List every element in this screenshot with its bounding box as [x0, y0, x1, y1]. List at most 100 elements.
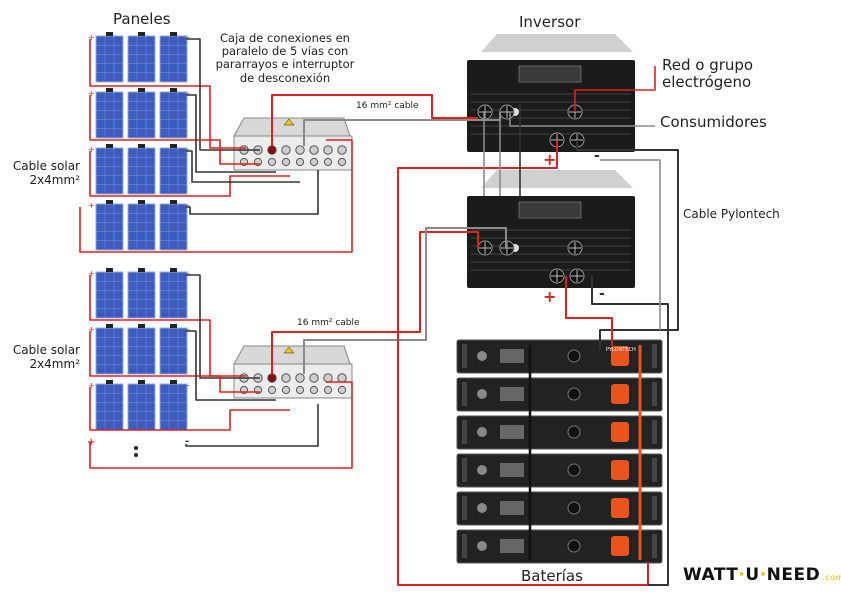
combiner-box-top-gland-bot-6: [323, 157, 333, 167]
cable-16mm-label-bottom: 16 mm² cable: [297, 318, 360, 328]
battery-terminal-neg-5: [567, 539, 581, 553]
solar-panel-a0-0-frame: [95, 35, 124, 83]
battery-case-3: [456, 453, 663, 488]
cable-16mm-label-top: 16 mm² cable: [356, 101, 419, 111]
solar-panel-b2-1-junction: [138, 380, 145, 384]
solar-panel-a3-2-junction: [170, 200, 177, 204]
solar-panel-b0-2-frame: [159, 271, 188, 319]
battery-terminal-pos-4: [611, 498, 629, 518]
pylontech-cable-label: Cable Pylontech: [683, 207, 780, 221]
solar-cable-label-2-line2: 2x4mm²: [29, 356, 80, 371]
combiner-box-top-gland-top-7: [337, 145, 347, 155]
combiner-box-top-gland-bot-3: [281, 157, 291, 167]
solar-panel-a3-0-junction: [106, 200, 113, 204]
wire-16mm-bottom-pos: [271, 231, 479, 374]
battery-switch-5: [477, 541, 487, 551]
combiner-box-bottom-gland-bot-4: [295, 385, 305, 395]
brand-sep-2: ·: [759, 565, 767, 585]
solar-panel-a3-0-frame: [95, 203, 124, 251]
solar-panel-a2-0-junction: [106, 144, 113, 148]
solar-panel-b0-0-frame: [95, 271, 124, 319]
combiner-box-bottom-gland-top-3: [281, 373, 291, 383]
solar-panel-a0-2-junction: [170, 32, 177, 36]
solar-panel-a2-1: [127, 144, 156, 195]
battery-handle-l-4: [462, 496, 467, 520]
battery-case-2: [456, 415, 663, 450]
solar-panel-a2-0: [95, 144, 124, 195]
ellipsis-dot-2: [134, 453, 138, 457]
inverter-unit-2-terminal-cross-4: [571, 270, 583, 282]
combiner-box-top-gland-bot-2: [267, 157, 277, 167]
string-minus-mark-3: -: [187, 201, 190, 210]
battery-module-4: [456, 491, 663, 526]
solar-panel-b2-2: [159, 380, 188, 431]
solar-panel-b0-1-frame: [127, 271, 156, 319]
wire-grid-input: [574, 66, 656, 112]
wire-string-b4-neg: [185, 404, 319, 447]
combiner-box-bottom-warning-icon: [283, 346, 295, 354]
solar-panel-a3-0: [95, 200, 124, 251]
wire-inv1-battery-neg: [576, 140, 679, 350]
combiner-box-bottom-gland-bot-5: [309, 385, 319, 395]
combiner-box-top-gland-bot-5: [309, 157, 319, 167]
battery-module-3: [456, 453, 663, 488]
wire-inv2-battery-pos: [565, 276, 613, 346]
inverter-unit-1: [467, 34, 635, 152]
grid-label: Red o grupo electrógeno: [662, 56, 754, 92]
battery-switch-2: [477, 427, 487, 437]
solar-panel-a1-2-junction: [170, 88, 177, 92]
battery-terminal-pos-1: [611, 384, 629, 404]
solar-panel-a3-2: [159, 200, 188, 251]
solar-panel-b2-0-frame: [95, 383, 124, 431]
wire-string-a2-pos: [89, 95, 260, 165]
battery-ports-2: [500, 425, 524, 439]
string-minus-mark-4: -: [187, 269, 190, 278]
solar-cable-label-2-line1: Cable solar: [12, 343, 80, 357]
string-plus-mark-3: +: [88, 201, 95, 210]
solar-panel-a3-2-frame: [159, 203, 188, 251]
wire-16mm-bottom-neg: [303, 227, 507, 374]
panels-label: Paneles: [113, 10, 171, 28]
battery-switch-4: [477, 503, 487, 513]
batteries-label: Baterías: [521, 567, 583, 585]
inverter-label: Inversor: [519, 13, 581, 31]
combiner-box-bottom-gland-bot-3: [281, 385, 291, 395]
battery-handle-l-3: [462, 458, 467, 482]
battery-handle-l-1: [462, 382, 467, 406]
battery-terminal-neg-2: [567, 425, 581, 439]
combiner-box-top-gland-top-6: [323, 145, 333, 155]
solar-panel-a1-1-frame: [127, 91, 156, 139]
inverter-unit-2-terminal-2: [567, 240, 583, 256]
combiner-box-top-gland-top-2: [267, 145, 277, 155]
battery-module-5: [456, 529, 663, 564]
inverter-unit-1-body: [467, 60, 635, 152]
solar-panel-a2-2-frame: [159, 147, 188, 195]
solar-panel-b0-2-junction: [170, 268, 177, 272]
solar-panel-b1-2: [159, 324, 188, 375]
battery-terminal-neg-4: [567, 501, 581, 515]
battery-module-2: [456, 415, 663, 450]
solar-panel-a0-1: [127, 32, 156, 83]
battery-handle-r-4: [652, 496, 657, 520]
solar-panel-a1-1: [127, 88, 156, 139]
solar-panel-a2-2: [159, 144, 188, 195]
battery-case-1: [456, 377, 663, 412]
inverter-unit-2-terminal-3: [549, 268, 565, 284]
combiner-box-top-warning-icon: [283, 118, 295, 126]
inverter-unit-1-terminal-0: [477, 104, 493, 120]
solar-panel-a1-0-junction: [106, 88, 113, 92]
string-plus-mark-6: +: [88, 381, 95, 390]
solar-panel-b2-1: [127, 380, 156, 431]
solar-panel-a1-0-frame: [95, 91, 124, 139]
wire-string-a1-neg: [186, 38, 260, 151]
inverter-unit-2-body: [467, 196, 635, 288]
solar-panel-b0-2: [159, 268, 188, 319]
string-plus-mark-0: +: [88, 33, 95, 42]
solar-panel-b2-2-junction: [170, 380, 177, 384]
solar-panel-a0-1-junction: [138, 32, 145, 36]
wire-string-b4-pos: [89, 381, 353, 469]
solar-panel-b0-0-junction: [106, 268, 113, 272]
solar-panel-b2-2-frame: [159, 383, 188, 431]
combiner-box-bottom-gland-top-7: [337, 373, 347, 383]
brand-part3: NEED: [766, 565, 821, 585]
